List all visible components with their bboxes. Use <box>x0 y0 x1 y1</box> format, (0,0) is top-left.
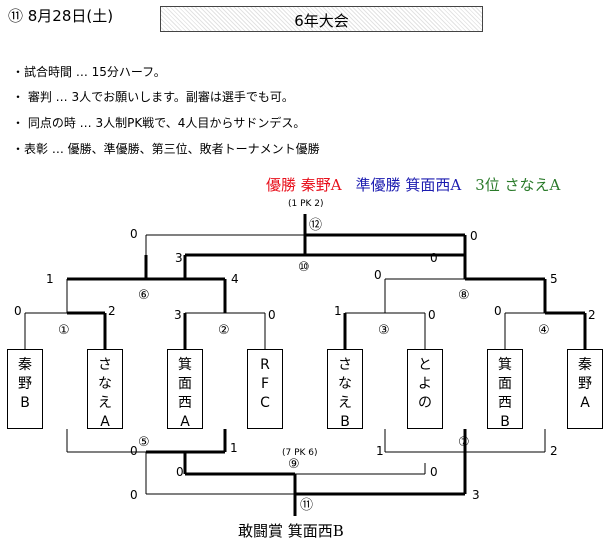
team-name: 箕 面 西 B <box>498 357 512 430</box>
match-number: ⑤ <box>138 435 150 450</box>
score: 3 <box>174 308 182 322</box>
rule-match-time: ・試合時間 … 15分ハーフ。 <box>12 65 166 79</box>
match-number: ③ <box>378 323 390 338</box>
match-number: ⑨ <box>288 457 300 472</box>
team-box: R F C <box>247 349 283 429</box>
event-title: 6年大会 <box>294 12 349 30</box>
third-place-text: 3位 さなえA <box>475 176 561 194</box>
score: 3 <box>472 488 480 502</box>
team-box: 箕 面 西 B <box>487 349 523 430</box>
rule-tiebreak: ・ 同点の時 … 3人制PK戦で、4人目からサドンデス。 <box>12 116 306 130</box>
match-number: ⑩ <box>298 260 310 275</box>
score: 0 <box>130 488 138 502</box>
score: 0 <box>374 268 382 282</box>
score: 2 <box>588 308 596 322</box>
team-name: R F C <box>260 357 270 411</box>
match-number: ④ <box>538 323 550 338</box>
score: 0 <box>428 308 436 322</box>
team-box: 箕 面 西 A <box>167 349 203 430</box>
score: 0 <box>130 227 138 241</box>
score: 4 <box>231 272 239 286</box>
team-box: 秦 野 B <box>7 349 43 429</box>
team-name: 箕 面 西 A <box>178 357 192 430</box>
team-box: さ な え B <box>327 349 363 430</box>
score: 0 <box>268 308 276 322</box>
match-number: ⑫ <box>309 218 322 233</box>
team-name: 秦 野 B <box>18 357 32 411</box>
team-name: さ な え B <box>338 357 352 430</box>
date-title: ⑪ 8月28日(土) <box>8 7 114 25</box>
team-box: さ な え A <box>87 349 123 430</box>
final-pk-note: (1 PK 2) <box>288 199 324 209</box>
match-number: ⑪ <box>300 498 313 513</box>
consolation-pk-note: (7 PK 6) <box>282 448 318 458</box>
score: 1 <box>376 444 384 458</box>
score: 2 <box>550 444 558 458</box>
score: 0 <box>130 444 138 458</box>
team-box: 秦 野 A <box>567 349 603 429</box>
team-box: と よ の <box>407 349 443 429</box>
team-name: 秦 野 A <box>578 357 592 411</box>
score: 1 <box>46 272 54 286</box>
rule-referee: ・ 審判 … 3人でお願いします。副審は選手でも可。 <box>12 90 294 104</box>
match-number: ② <box>218 323 230 338</box>
score: 0 <box>494 304 502 318</box>
event-title-box: 6年大会 <box>160 6 483 32</box>
rule-awards: ・表彰 … 優勝、準優勝、第三位、敗者トーナメント優勝 <box>12 142 320 156</box>
match-number: ⑦ <box>458 435 470 450</box>
score: 0 <box>14 304 22 318</box>
team-name: と よ の <box>418 357 432 411</box>
team-name: さ な え A <box>98 357 112 430</box>
score: 3 <box>175 251 183 265</box>
match-number: ⑧ <box>458 288 470 303</box>
score: 0 <box>470 229 478 243</box>
match-number: ① <box>58 323 70 338</box>
score: 0 <box>430 465 438 479</box>
winner-text: 優勝 秦野A <box>266 176 342 194</box>
score: 5 <box>550 272 558 286</box>
score: 0 <box>430 251 438 265</box>
fighting-spirit-award: 敢闘賞 箕面西B <box>238 522 344 540</box>
score: 1 <box>230 441 238 455</box>
score: 1 <box>334 304 342 318</box>
runner-up-text: 準優勝 箕面西A <box>355 176 462 194</box>
score: 0 <box>176 465 184 479</box>
results-line: 優勝 秦野A 準優勝 箕面西A 3位 さなえA <box>266 174 574 195</box>
match-number: ⑥ <box>138 288 150 303</box>
score: 2 <box>108 304 116 318</box>
